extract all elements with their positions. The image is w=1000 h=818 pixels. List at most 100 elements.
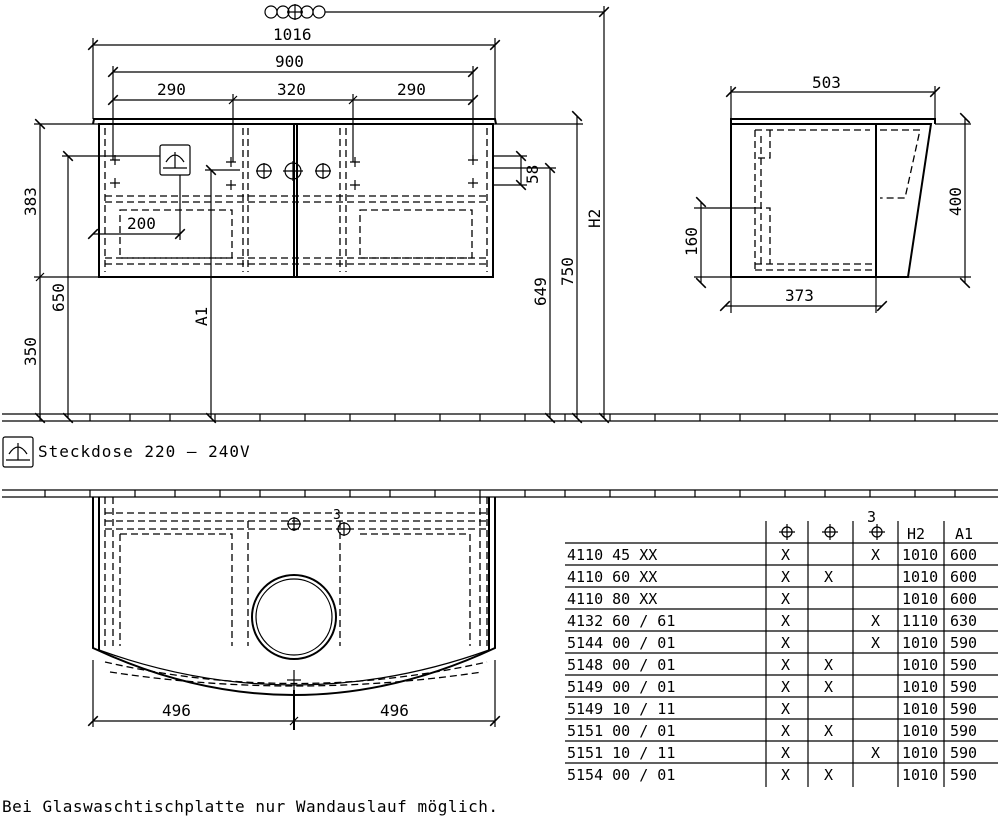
table-row: 4110 80 XX X 1010 600 xyxy=(567,590,977,608)
header-sup: 3 xyxy=(867,508,876,526)
dim-373: 373 xyxy=(785,286,814,305)
cell-h2: 1010 xyxy=(902,656,938,674)
dim-750: 750 xyxy=(558,257,577,286)
dim-320: 320 xyxy=(277,80,306,99)
dim-400: 400 xyxy=(946,187,965,216)
dim-290-left: 290 xyxy=(157,80,186,99)
dim-496-right: 496 xyxy=(380,701,409,720)
table-row: 5149 00 / 01 X X 1010 590 xyxy=(567,678,977,696)
cell-c2: X xyxy=(824,722,833,740)
table-row: 5144 00 / 01 X X 1010 590 xyxy=(567,634,977,652)
dim-496-left: 496 xyxy=(162,701,191,720)
dimension-labels: 1016 900 290 320 290 200 383 650 350 A1 … xyxy=(21,25,965,720)
cell-c2: X xyxy=(824,766,833,784)
cell-c1: X xyxy=(781,612,790,630)
cell-h2: 1010 xyxy=(902,546,938,564)
cell-code: 4110 80 XX xyxy=(567,590,657,608)
cell-a1: 630 xyxy=(950,612,977,630)
socket-icon xyxy=(159,144,191,176)
cell-h2: 1110 xyxy=(902,612,938,630)
cell-code: 4110 45 XX xyxy=(567,546,657,564)
basin-outlet xyxy=(251,574,337,660)
cell-c3: X xyxy=(871,612,880,630)
cell-c1: X xyxy=(781,568,790,586)
floor-line xyxy=(2,413,998,498)
cell-a1: 600 xyxy=(950,568,977,586)
cell-a1: 590 xyxy=(950,656,977,674)
cell-c3: X xyxy=(871,546,880,564)
table-row: 5151 00 / 01 X X 1010 590 xyxy=(567,722,977,740)
cell-c2: X xyxy=(824,568,833,586)
tap-sup-3: 3 xyxy=(333,508,341,523)
dim-290-right: 290 xyxy=(397,80,426,99)
table-row: 4110 45 XX X X 1010 600 xyxy=(567,546,977,564)
cell-c1: X xyxy=(781,590,790,608)
cell-h2: 1010 xyxy=(902,590,938,608)
cell-c1: X xyxy=(781,634,790,652)
cell-code: 5151 00 / 01 xyxy=(567,722,675,740)
cell-c2: X xyxy=(824,656,833,674)
cell-a1: 590 xyxy=(950,722,977,740)
cell-h2: 1010 xyxy=(902,568,938,586)
cell-c3: X xyxy=(871,744,880,762)
cell-h2: 1010 xyxy=(902,678,938,696)
dim-650: 650 xyxy=(49,283,68,312)
dim-160: 160 xyxy=(682,227,701,256)
cell-c1: X xyxy=(781,766,790,784)
cell-a1: 590 xyxy=(950,700,977,718)
cell-c1: X xyxy=(781,744,790,762)
dim-649: 649 xyxy=(531,277,550,306)
table-row: 4132 60 / 61 X X 1110 630 xyxy=(567,612,977,630)
header-a1: A1 xyxy=(955,525,973,543)
table-row: 5149 10 / 11 X 1010 590 xyxy=(567,700,977,718)
cell-a1: 590 xyxy=(950,634,977,652)
table-row: 4110 60 XX X X 1010 600 xyxy=(567,568,977,586)
cell-a1: 590 xyxy=(950,744,977,762)
dim-200: 200 xyxy=(127,214,156,233)
cell-a1: 600 xyxy=(950,546,977,564)
cell-c2: X xyxy=(824,678,833,696)
cell-code: 4132 60 / 61 xyxy=(567,612,675,630)
cell-c3: X xyxy=(871,634,880,652)
cell-code: 5144 00 / 01 xyxy=(567,634,675,652)
cell-c1: X xyxy=(781,656,790,674)
cell-code: 5149 10 / 11 xyxy=(567,700,675,718)
cell-c1: X xyxy=(781,700,790,718)
dim-58: 58 xyxy=(523,165,542,184)
top-view xyxy=(87,497,501,730)
tap-hole-icons xyxy=(256,161,331,181)
table-row: 5148 00 / 01 X X 1010 590 xyxy=(567,656,977,674)
cell-code: 5154 00 / 01 xyxy=(567,766,675,784)
dim-h2: H2 xyxy=(585,209,604,228)
cell-a1: 600 xyxy=(950,590,977,608)
cell-a1: 590 xyxy=(950,678,977,696)
cell-h2: 1010 xyxy=(902,766,938,784)
cell-code: 4110 60 XX xyxy=(567,568,657,586)
dim-a1: A1 xyxy=(192,307,211,326)
dim-1016: 1016 xyxy=(273,25,312,44)
cell-h2: 1010 xyxy=(902,700,938,718)
cell-code: 5148 00 / 01 xyxy=(567,656,675,674)
hole-symbols-header xyxy=(264,4,610,20)
cell-c1: X xyxy=(781,546,790,564)
legend-label: Steckdose 220 – 240V xyxy=(38,442,251,461)
cell-code: 5149 00 / 01 xyxy=(567,678,675,696)
cell-c1: X xyxy=(781,678,790,696)
cell-h2: 1010 xyxy=(902,722,938,740)
cell-c1: X xyxy=(781,722,790,740)
dim-350: 350 xyxy=(21,337,40,366)
side-view xyxy=(694,86,971,313)
dim-503: 503 xyxy=(812,73,841,92)
header-h2: H2 xyxy=(907,525,925,543)
legend-socket-icon xyxy=(2,436,34,468)
footnote: Bei Glaswaschtischplatte nur Wandauslauf… xyxy=(2,797,499,816)
front-view xyxy=(34,4,610,424)
cell-h2: 1010 xyxy=(902,744,938,762)
dim-383: 383 xyxy=(21,187,40,216)
cell-h2: 1010 xyxy=(902,634,938,652)
